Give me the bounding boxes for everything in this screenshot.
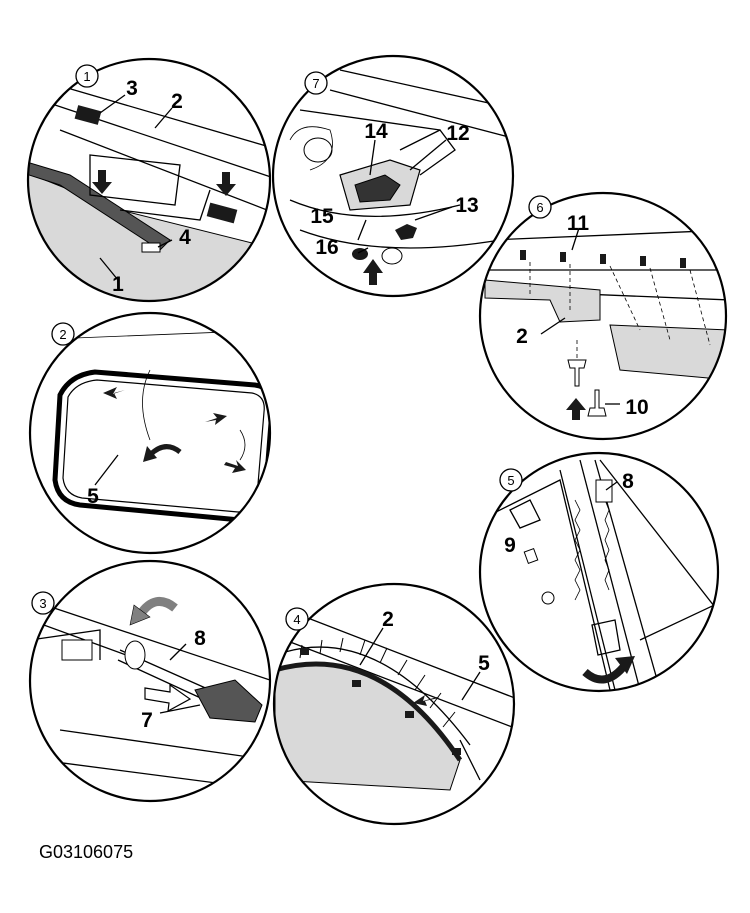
callout-label: 8 bbox=[194, 627, 206, 650]
callout-label: 5 bbox=[478, 652, 490, 675]
step-number-4: 4 bbox=[293, 612, 300, 627]
step-number-6: 6 bbox=[536, 200, 543, 215]
panel-7: 7 14 12 15 13 16 bbox=[271, 54, 515, 298]
callout-label: 13 bbox=[455, 194, 478, 217]
step-number-5: 5 bbox=[507, 473, 514, 488]
callout-label: 14 bbox=[364, 120, 388, 143]
callout-label: 3 bbox=[126, 77, 138, 100]
panel-4: 4 2 5 bbox=[272, 582, 516, 826]
figure-code: G03106075 bbox=[39, 842, 133, 862]
callout-label: 7 bbox=[141, 709, 153, 732]
step-badge-4 bbox=[285, 607, 309, 631]
step-badge-7 bbox=[304, 71, 328, 95]
step-badge-1 bbox=[75, 64, 99, 88]
callout-label: 4 bbox=[179, 226, 191, 249]
callout-label: 5 bbox=[87, 485, 99, 508]
step-badge-6 bbox=[528, 195, 552, 219]
step-number-2: 2 bbox=[59, 327, 66, 342]
callout-label: 10 bbox=[625, 396, 648, 419]
callout-label: 9 bbox=[504, 534, 516, 557]
callout-label: 1 bbox=[112, 273, 124, 296]
step-number-7: 7 bbox=[312, 76, 319, 91]
step-number-1: 1 bbox=[83, 69, 90, 84]
panel-1: 1 3 2 4 1 bbox=[26, 57, 272, 303]
callout-label: 2 bbox=[171, 90, 183, 113]
panel-6: 6 11 2 10 bbox=[478, 191, 728, 441]
callout-label: 11 bbox=[567, 212, 590, 235]
callout-label: 16 bbox=[315, 236, 338, 259]
callout-label: 15 bbox=[310, 205, 334, 228]
callout-label: 8 bbox=[622, 470, 634, 493]
step-badge-2 bbox=[51, 322, 75, 346]
callout-label: 2 bbox=[516, 325, 528, 348]
panel-2: 2 5 bbox=[28, 311, 272, 555]
panel-3: 3 8 7 bbox=[28, 559, 272, 803]
callout-label: 2 bbox=[382, 608, 394, 631]
panel-5: 5 8 9 bbox=[478, 451, 720, 693]
step-badge-3 bbox=[31, 591, 55, 615]
step-number-3: 3 bbox=[39, 596, 46, 611]
step-badge-5 bbox=[499, 468, 523, 492]
callout-label: 12 bbox=[446, 122, 469, 145]
